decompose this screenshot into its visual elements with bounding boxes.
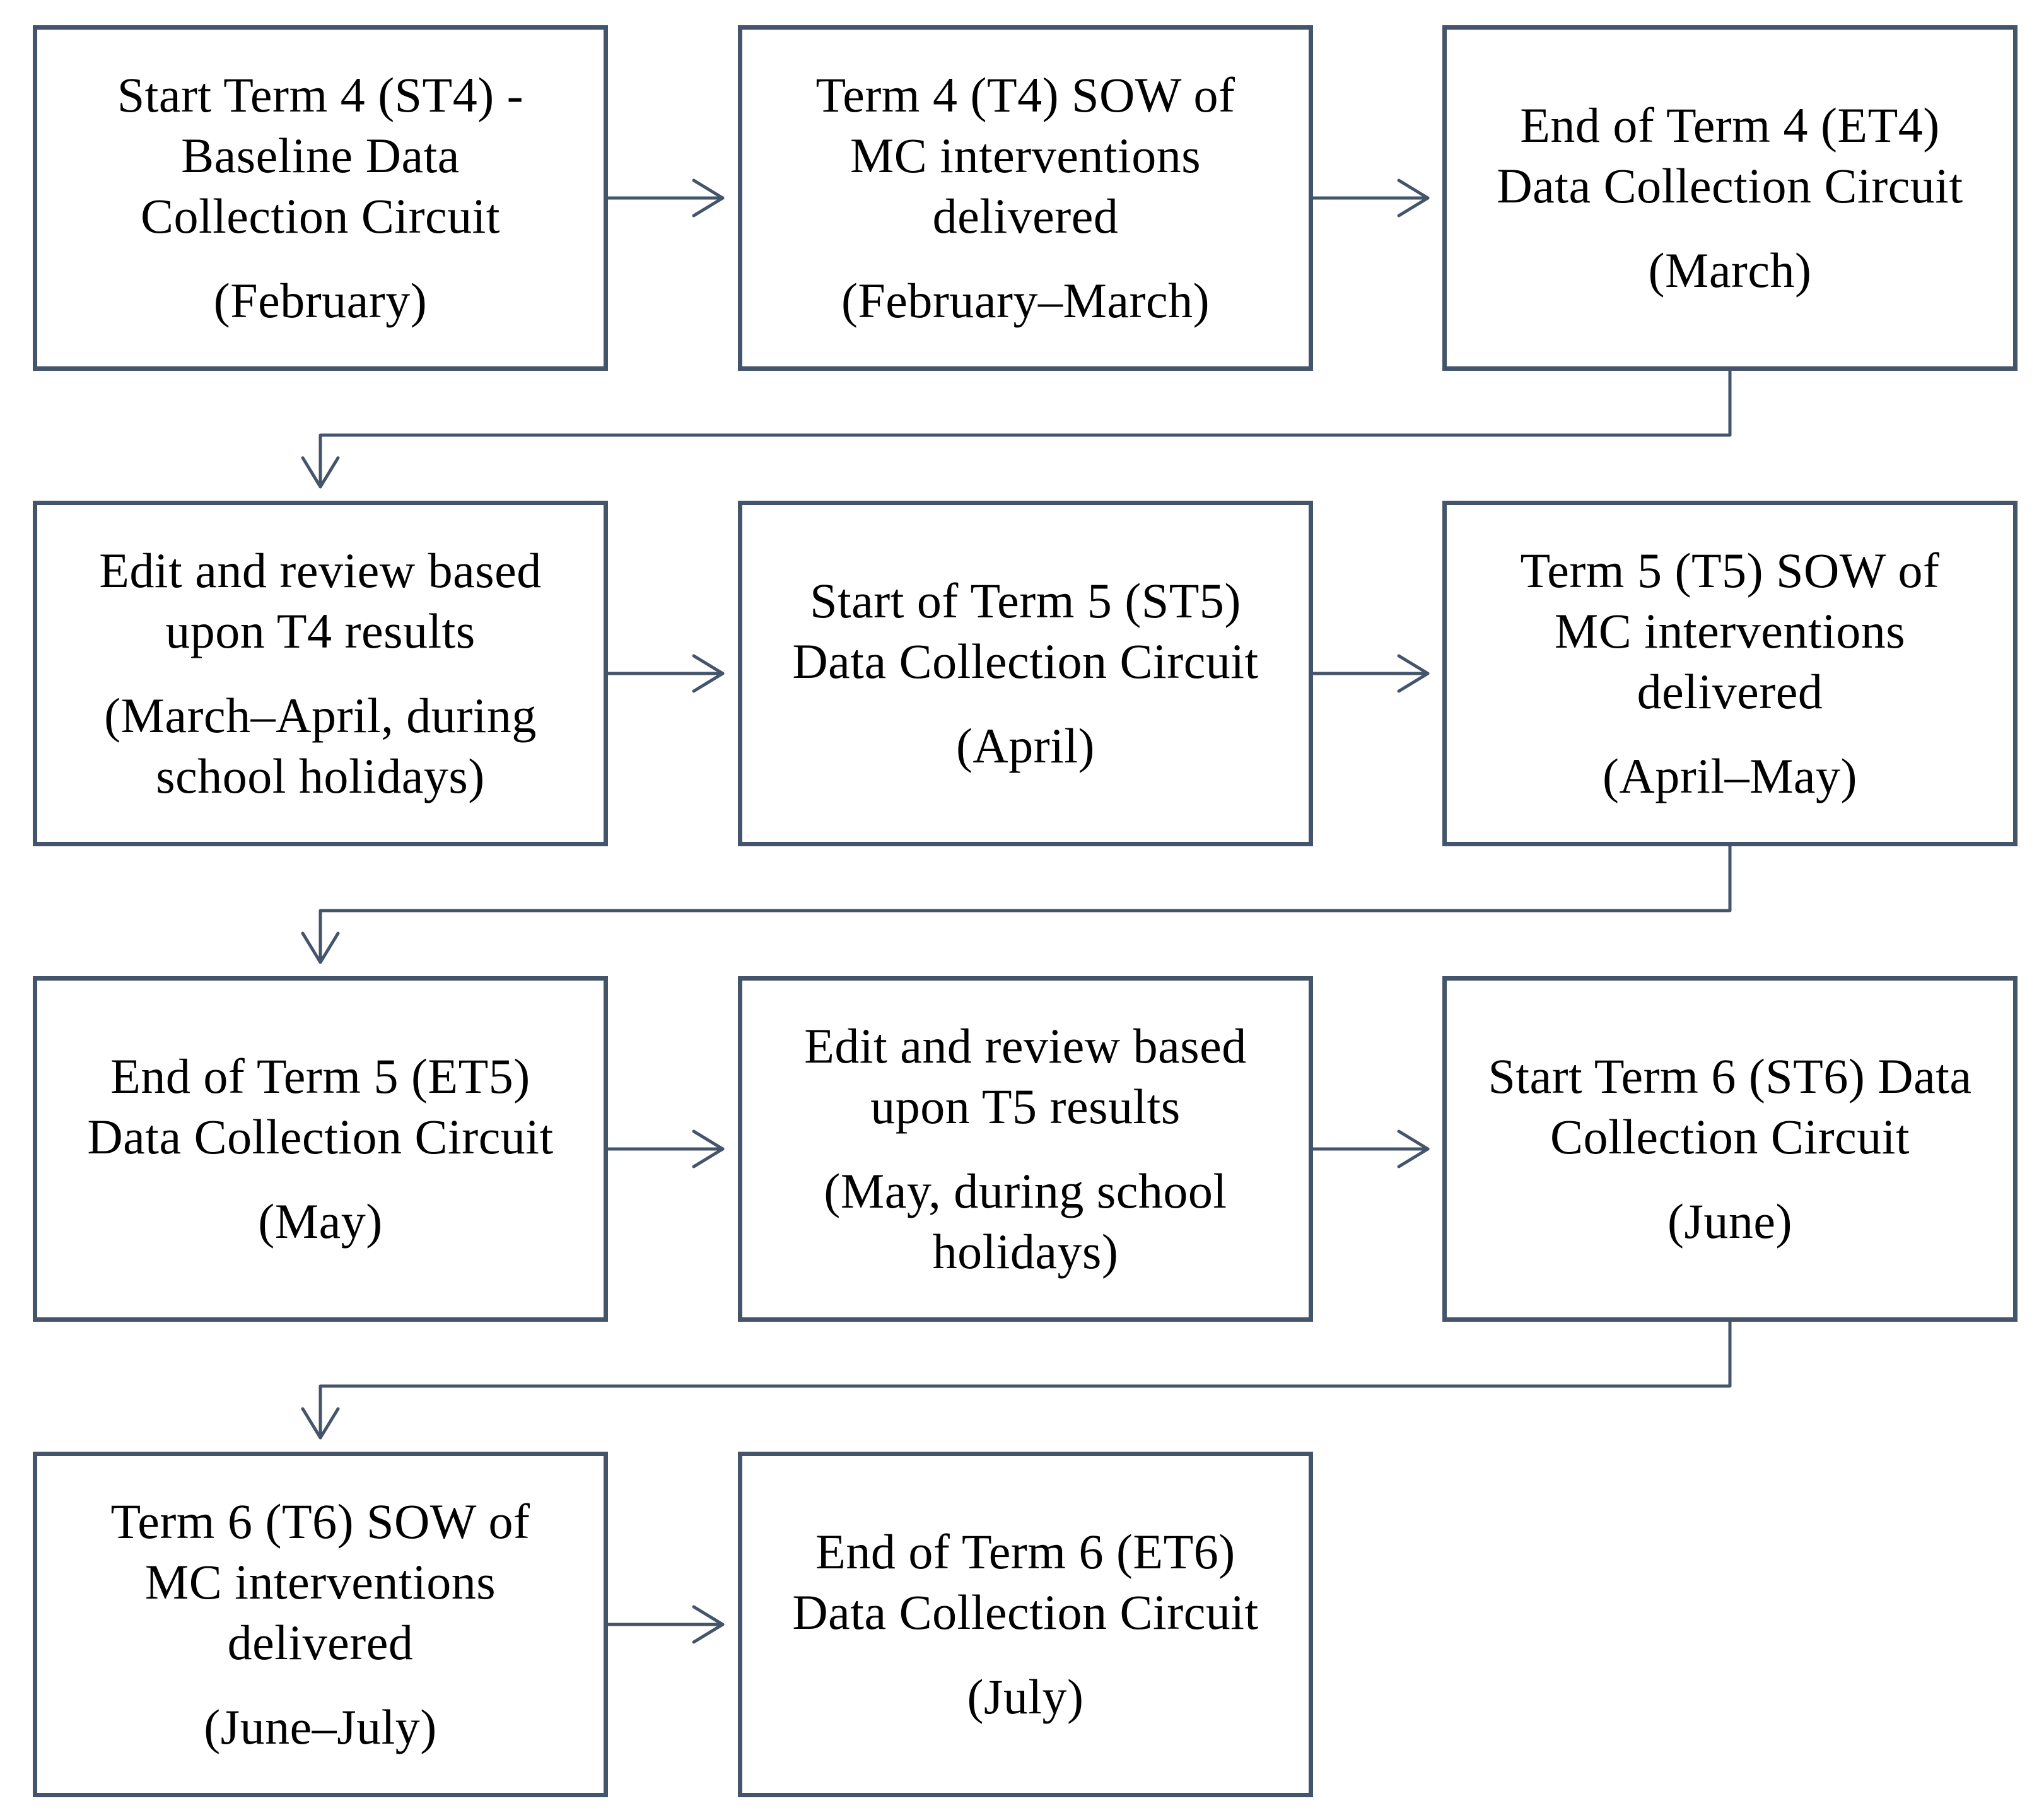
step-box-st6-collection: Start Term 6 (ST6) Data Collection Circu… (1442, 976, 2018, 1322)
step-title: Term 6 (T6) SOW of MC interventions deli… (110, 1494, 530, 1670)
step-period: (April–May) (1602, 749, 1858, 803)
step-box-et6-collection: End of Term 6 (ET6) Data Collection Circ… (738, 1452, 1313, 1797)
step-title: Term 4 (T4) SOW of MC interventions deli… (815, 67, 1235, 243)
step-box-t4-interventions: Term 4 (T4) SOW of MC interventions deli… (738, 25, 1313, 371)
step-period: (February) (213, 273, 428, 328)
step-period: (March) (1648, 243, 1812, 298)
step-period: (April) (955, 718, 1095, 773)
step-title: Start of Term 5 (ST5) Data Collection Ci… (792, 573, 1259, 689)
arrow-step4-to-step5 (606, 654, 725, 693)
arrow-step5-to-step6 (1311, 654, 1430, 693)
step-box-t5-interventions: Term 5 (T5) SOW of MC interventions deli… (1442, 501, 2018, 846)
step-title: Term 5 (T5) SOW of MC interventions deli… (1520, 543, 1940, 719)
step-box-t4-review: Edit and review based upon T4 results (M… (33, 501, 608, 846)
step-period: (February–March) (841, 273, 1210, 328)
step-box-t5-review: Edit and review based upon T5 results (M… (738, 976, 1313, 1322)
step-title: Start Term 4 (ST4) - Baseline Data Colle… (117, 67, 524, 243)
step-title: Edit and review based upon T5 results (804, 1018, 1247, 1134)
step-title: Edit and review based upon T4 results (99, 543, 542, 658)
arrow-step9-to-step10 (301, 1320, 1732, 1440)
step-box-et4-collection: End of Term 4 (ET4) Data Collection Circ… (1442, 25, 2018, 371)
step-box-t6-interventions: Term 6 (T6) SOW of MC interventions deli… (33, 1452, 608, 1797)
step-box-st5-collection: Start of Term 5 (ST5) Data Collection Ci… (738, 501, 1313, 846)
step-period: (May) (258, 1194, 383, 1249)
arrow-step3-to-step4 (301, 369, 1732, 489)
arrow-step2-to-step3 (1311, 178, 1430, 218)
arrow-step8-to-step9 (1311, 1129, 1430, 1169)
step-title: End of Term 4 (ET4) Data Collection Circ… (1497, 98, 1963, 213)
arrow-step10-to-step11 (606, 1605, 725, 1644)
step-period: (March–April, during school holidays) (104, 688, 537, 803)
step-title: End of Term 5 (ET5) Data Collection Circ… (87, 1049, 554, 1164)
step-period: (May, during school holidays) (824, 1163, 1227, 1279)
step-title: Start Term 6 (ST6) Data Collection Circu… (1488, 1049, 1972, 1164)
step-title: End of Term 6 (ET6) Data Collection Circ… (792, 1524, 1259, 1640)
arrow-step6-to-step7 (301, 844, 1732, 964)
step-box-et5-collection: End of Term 5 (ET5) Data Collection Circ… (33, 976, 608, 1322)
arrow-step1-to-step2 (606, 178, 725, 218)
step-period: (June–July) (204, 1699, 437, 1754)
step-box-st4-baseline: Start Term 4 (ST4) - Baseline Data Colle… (33, 25, 608, 371)
arrow-step7-to-step8 (606, 1129, 725, 1169)
step-period: (July) (967, 1669, 1084, 1724)
step-period: (June) (1667, 1194, 1792, 1249)
